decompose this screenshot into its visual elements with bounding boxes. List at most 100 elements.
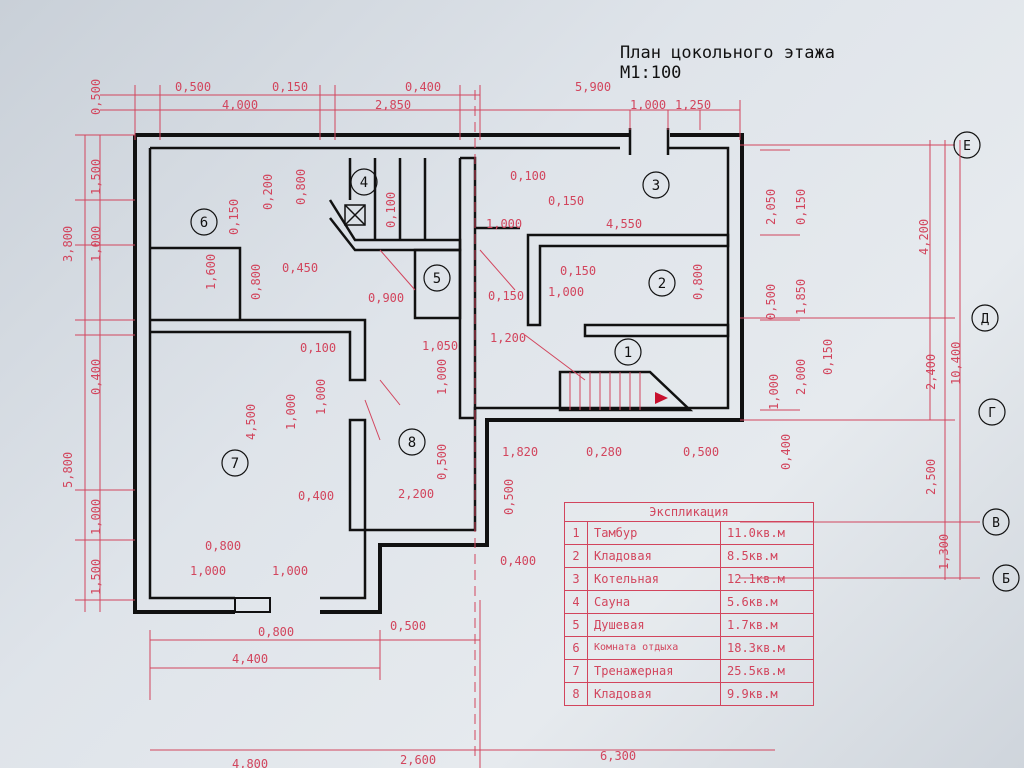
dim-text: 1,850 — [794, 279, 808, 315]
room-7-label: 7 — [231, 456, 239, 472]
axis-G: Г — [988, 406, 996, 421]
axis-B: Б — [1002, 572, 1010, 587]
dim-text: 1,000 — [435, 359, 449, 395]
dim-text: 1,500 — [89, 159, 103, 195]
room-3-label: 3 — [652, 178, 660, 194]
room-schedule-header: Экспликация — [565, 503, 813, 522]
dim-text: 2,850 — [375, 98, 411, 112]
dim-text: 0,400 — [405, 80, 441, 94]
dim-text: 1,000 — [190, 564, 226, 578]
dim-text: 1,600 — [204, 254, 218, 290]
dim-text: 0,500 — [502, 479, 516, 515]
axis-D: Д — [981, 312, 989, 327]
dim-text: 6,300 — [600, 749, 636, 763]
dim-text: 1,200 — [490, 331, 526, 345]
room-number: 4 — [565, 591, 588, 613]
dim-text: 0,150 — [548, 194, 584, 208]
dim-text: 0,400 — [89, 359, 103, 395]
dim-text: 1,000 — [284, 394, 298, 430]
dim-text: 1,820 — [502, 445, 538, 459]
room-6-label: 6 — [200, 215, 208, 231]
room-number: 8 — [565, 683, 588, 705]
dimension-lines — [75, 85, 961, 768]
dim-text: 0,150 — [272, 80, 308, 94]
axis-V: В — [992, 516, 1000, 531]
room-area: 12.1кв.м — [727, 572, 785, 586]
dim-text: 2,200 — [398, 487, 434, 501]
room-number: 1 — [565, 522, 588, 544]
dim-text: 0,100 — [510, 169, 546, 183]
dim-text: 0,500 — [435, 444, 449, 480]
dim-text: 10,400 — [949, 342, 963, 385]
dim-text: 5,900 — [575, 80, 611, 94]
dim-text: 0,800 — [205, 539, 241, 553]
dim-text: 1,000 — [548, 285, 584, 299]
room-8-label: 8 — [408, 435, 416, 451]
room-1-label: 1 — [624, 345, 632, 361]
dim-text: 4,200 — [917, 219, 931, 255]
dim-text: 0,500 — [390, 619, 426, 633]
dim-text: 2,050 — [764, 189, 778, 225]
room-area: 9.9кв.м — [727, 687, 778, 701]
dim-text: 0,100 — [300, 341, 336, 355]
dim-text: 1,000 — [767, 374, 781, 410]
room-name: Тамбур — [588, 522, 721, 544]
walls — [133, 90, 744, 760]
plan-scale: М1:100 — [620, 63, 681, 83]
axis-markers: Е Д Г В Б — [740, 131, 1020, 592]
dim-text: 4,500 — [244, 404, 258, 440]
dim-text: 0,150 — [821, 339, 835, 375]
dim-text: 0,800 — [249, 264, 263, 300]
dim-text: 0,400 — [779, 434, 793, 470]
dim-text: 0,500 — [89, 79, 103, 115]
room-area: 11.0кв.м — [727, 526, 785, 540]
room-number: 7 — [565, 660, 588, 682]
room-number: 5 — [565, 614, 588, 636]
dim-text: 0,400 — [298, 489, 334, 503]
room-number: 2 — [565, 545, 588, 567]
room-number: 3 — [565, 568, 588, 590]
dim-text: 4,400 — [232, 652, 268, 666]
dim-text: 2,600 — [400, 753, 436, 767]
dim-text: 2,400 — [924, 354, 938, 390]
dim-text: 1,000 — [272, 564, 308, 578]
room-4-label: 4 — [360, 175, 368, 191]
dim-text: 0,800 — [294, 169, 308, 205]
dim-text: 4,800 — [232, 757, 268, 768]
dim-text: 0,200 — [261, 174, 275, 210]
room-labels: 1 2 3 4 5 6 7 8 — [190, 168, 676, 477]
dim-text: 0,150 — [560, 264, 596, 278]
dim-text: 0,150 — [794, 189, 808, 225]
room-number: 6 — [565, 637, 588, 659]
room-area: 5.6кв.м — [727, 595, 778, 609]
dim-text: 4,000 — [222, 98, 258, 112]
dim-text: 1,000 — [89, 226, 103, 262]
dim-text: 5,800 — [61, 452, 75, 488]
dim-text: 1,050 — [422, 339, 458, 353]
room-name: Кладовая — [588, 683, 721, 705]
dim-text: 0,400 — [500, 554, 536, 568]
room-area: 8.5кв.м — [727, 549, 778, 563]
dimension-texts: 0,500 0,150 0,400 5,900 4,000 2,850 1,00… — [61, 79, 963, 768]
room-name: Душевая — [588, 614, 721, 636]
dim-text: 4,550 — [606, 217, 642, 231]
dim-text: 0,900 — [368, 291, 404, 305]
room-name: Комната отдыха — [588, 637, 721, 659]
dim-text: 1,000 — [314, 379, 328, 415]
room-name: Котельная — [588, 568, 721, 590]
plan-title: План цокольного этажа — [620, 43, 835, 63]
dim-text: 1,000 — [486, 217, 522, 231]
room-5-label: 5 — [433, 271, 441, 287]
dim-text: 0,150 — [227, 199, 241, 235]
dim-text: 0,500 — [683, 445, 719, 459]
dim-text: 0,500 — [764, 284, 778, 320]
dim-text: 0,800 — [691, 264, 705, 300]
